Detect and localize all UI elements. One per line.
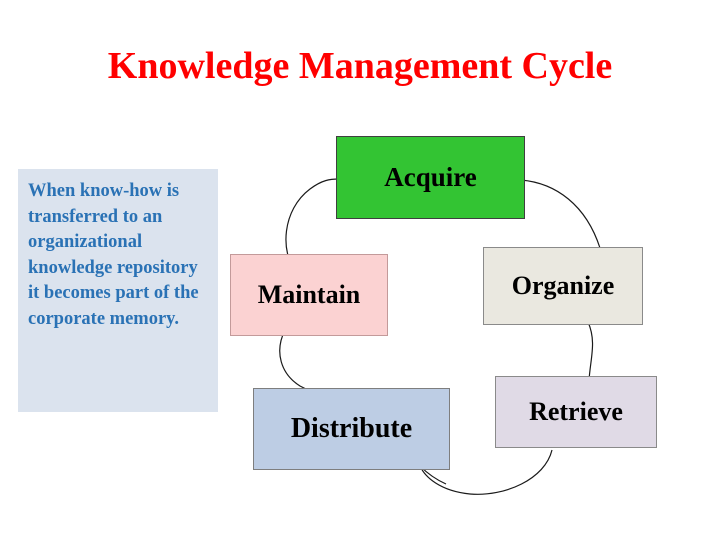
cycle-node-acquire[interactable]: Acquire [336,136,525,219]
cycle-node-organize[interactable]: Organize [483,247,643,325]
connector-distribute-to-maintain [279,329,332,393]
connector-acquire-to-organize [520,179,601,249]
caption-text: When know-how is transferred to an organ… [28,181,199,329]
cycle-node-maintain-label: Maintain [257,280,361,309]
cycle-node-acquire-label: Acquire [384,162,477,192]
cycle-node-retrieve[interactable]: Retrieve [495,376,657,448]
caption-box: When know-how is transferred to an organ… [18,169,218,412]
cycle-node-retrieve-label: Retrieve [529,397,623,426]
connector-organize-to-retrieve [587,321,594,382]
cycle-node-distribute[interactable]: Distribute [253,388,450,470]
cycle-node-distribute-label: Distribute [290,413,413,444]
cycle-node-maintain[interactable]: Maintain [230,254,388,336]
page-title: Knowledge Management Cycle [107,45,613,87]
cycle-node-organize-label: Organize [511,271,615,300]
